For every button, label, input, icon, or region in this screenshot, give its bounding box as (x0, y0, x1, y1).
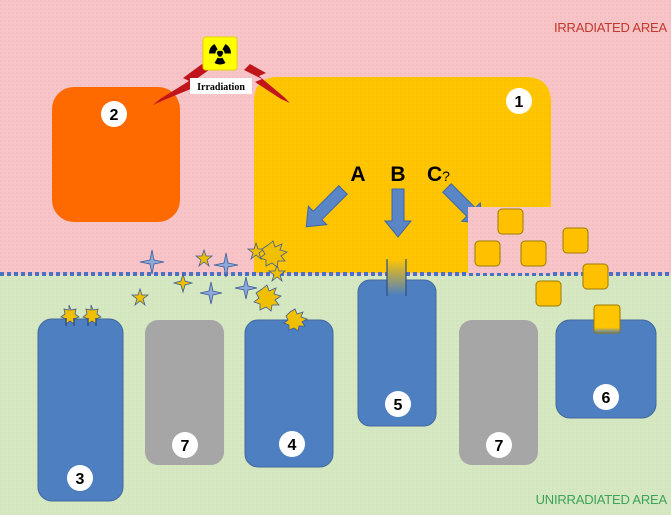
arrow-a-icon (305, 185, 348, 228)
cell-7-left-number: 7 (181, 438, 190, 455)
cell-1-badge (506, 88, 532, 114)
mechanism-b-label: B (390, 163, 405, 186)
vesicle-fusing-with-cell-6 (593, 304, 621, 334)
vesicle (497, 208, 524, 235)
arrow-b-icon (383, 188, 413, 238)
cell-1-body (254, 77, 551, 273)
mechanism-a-label: A (350, 163, 365, 186)
cell-5-number: 5 (394, 397, 403, 414)
radiation-hazard-icon (202, 36, 238, 71)
unirradiated-area-label: UNIRRADIATED AREA (535, 492, 668, 507)
signal-factor-group (130, 240, 308, 332)
cell-3-number: 3 (76, 471, 85, 488)
cell-1-number: 1 (515, 94, 524, 111)
signal-factor-star (213, 252, 239, 278)
cell-7-right-badge (486, 432, 512, 458)
cell-5-badge (385, 391, 411, 417)
cell-7-left-badge (172, 432, 198, 458)
vesicle (474, 240, 501, 267)
irradiation-label-box (190, 78, 252, 94)
signal-factor-star (199, 281, 223, 305)
receptor-icon (82, 304, 102, 325)
vesicle (582, 263, 609, 290)
vesicle-group (474, 208, 621, 334)
lightning-bolt-right-icon (244, 64, 290, 103)
signal-factor-star (194, 248, 214, 268)
irradiated-area-label: IRRADIATED AREA (553, 20, 667, 35)
cell-3-body (37, 318, 124, 502)
vesicle (562, 227, 589, 254)
cell-4-number: 4 (288, 437, 297, 454)
cell-4-badge (279, 431, 305, 457)
cell-2-body (52, 87, 180, 222)
irradiation-label: Irradiation (197, 82, 245, 93)
signal-factor-star (130, 287, 150, 307)
cell-7-left-body (145, 320, 224, 465)
signal-factor-star (267, 263, 287, 283)
signal-factor-burst-binding-cell-4 (283, 308, 308, 332)
cell-2-number: 2 (110, 107, 119, 124)
signal-factor-burst (259, 240, 288, 268)
cell-6-badge (593, 384, 619, 410)
signal-factor-star (172, 272, 194, 294)
signal-factor-burst (253, 284, 282, 312)
vesicle (535, 280, 562, 307)
vesicle (520, 240, 547, 267)
signal-factor-star (234, 276, 258, 300)
cell-2-badge (101, 101, 127, 127)
cell-3-badge (67, 465, 93, 491)
cell-7-right-number: 7 (495, 438, 504, 455)
cell-7-right-body (459, 320, 538, 465)
lightning-bolt-left-icon (153, 64, 209, 105)
mechanism-c-label: C? (427, 163, 450, 186)
signal-factor-star (139, 249, 165, 275)
gap-junction-channel (387, 259, 406, 295)
receptor-icon (60, 304, 80, 325)
mechanism-c-question-mark: ? (442, 168, 450, 184)
receptor-group-cell-3 (60, 304, 102, 326)
mechanism-c-letter: C (427, 163, 442, 186)
cell-6-number: 6 (602, 390, 611, 407)
